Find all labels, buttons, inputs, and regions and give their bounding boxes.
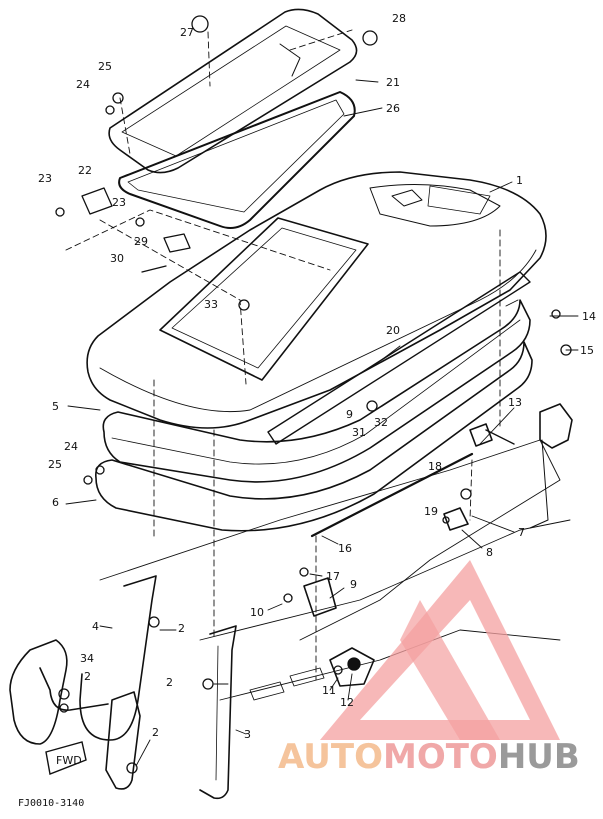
drawing-code: FJ0010-3140 — [18, 798, 84, 809]
callout-24: 24 — [76, 78, 90, 91]
callout-21: 21 — [386, 76, 400, 89]
cowl-frame — [102, 299, 531, 483]
callout-31: 31 — [352, 426, 366, 439]
deck-outline — [99, 439, 571, 701]
callout-8: 8 — [486, 546, 493, 559]
watermark: AUTOMOTOHUB — [278, 560, 580, 777]
callout-3: 3 — [244, 728, 251, 741]
callout-7: 7 — [518, 526, 525, 539]
callout-22: 22 — [78, 164, 92, 177]
callout-28: 28 — [392, 12, 406, 25]
callout-32: 32 — [374, 416, 388, 429]
callout-6: 6 — [52, 496, 59, 509]
assembly-lines — [65, 29, 501, 681]
callout-2a: 2 — [178, 622, 185, 635]
callout-1: 1 — [516, 174, 523, 187]
hood-cover — [86, 171, 547, 429]
callout-13: 13 — [508, 396, 522, 409]
latch-plate — [469, 423, 493, 447]
callout-12: 12 — [340, 696, 354, 709]
lid-seal — [118, 91, 356, 229]
callout-10: 10 — [250, 606, 264, 619]
callout-33: 33 — [204, 298, 218, 311]
callout-20: 20 — [386, 324, 400, 337]
callout-29: 29 — [134, 235, 148, 248]
latch-rod — [310, 452, 474, 538]
lock-plate — [329, 647, 375, 687]
callout-4: 4 — [92, 620, 99, 633]
callout-5: 5 — [52, 400, 59, 413]
callout-27: 27 — [180, 26, 194, 39]
catch-block — [303, 577, 337, 617]
callout-2b: 2 — [84, 670, 91, 683]
callout-26: 26 — [386, 102, 400, 115]
callout-2d: 2 — [152, 726, 159, 739]
hinge-bracket — [539, 403, 573, 449]
callout-18: 18 — [428, 460, 442, 473]
callout-23: 23 — [38, 172, 52, 185]
grab-handle-front — [39, 575, 157, 741]
handle-loop-lower — [105, 691, 141, 790]
callout-24b: 24 — [64, 440, 78, 453]
callout-25b: 25 — [48, 458, 62, 471]
handle-loop-left — [9, 639, 68, 745]
strap-clip — [443, 507, 469, 531]
side-trim-strip — [267, 271, 531, 445]
callout-23b: 23 — [112, 196, 126, 209]
callout-11: 11 — [322, 684, 336, 697]
hatch-lid — [108, 8, 358, 174]
callout-labels: 27 28 21 26 25 24 1 22 23 23 29 30 33 20… — [38, 12, 596, 741]
callout-19: 19 — [424, 505, 438, 518]
callout-14: 14 — [582, 310, 596, 323]
callout-34: 34 — [80, 652, 94, 665]
fasteners — [55, 15, 572, 774]
callout-16: 16 — [338, 542, 352, 555]
callout-25: 25 — [98, 60, 112, 73]
watermark-text: AUTOMOTOHUB — [278, 737, 580, 777]
cowl-gasket — [95, 341, 533, 532]
watermark-triangle-icon — [320, 560, 560, 740]
callout-30: 30 — [110, 252, 124, 265]
front-direction-marker: FWD — [45, 741, 87, 775]
grab-handle-rear — [199, 625, 237, 800]
callout-9b: 9 — [350, 578, 357, 591]
callout-17: 17 — [326, 570, 340, 583]
leader-lines — [65, 79, 579, 767]
callout-15: 15 — [580, 344, 594, 357]
callout-2c: 2 — [166, 676, 173, 689]
callout-9: 9 — [346, 408, 353, 421]
svg-text:FWD: FWD — [56, 754, 82, 767]
